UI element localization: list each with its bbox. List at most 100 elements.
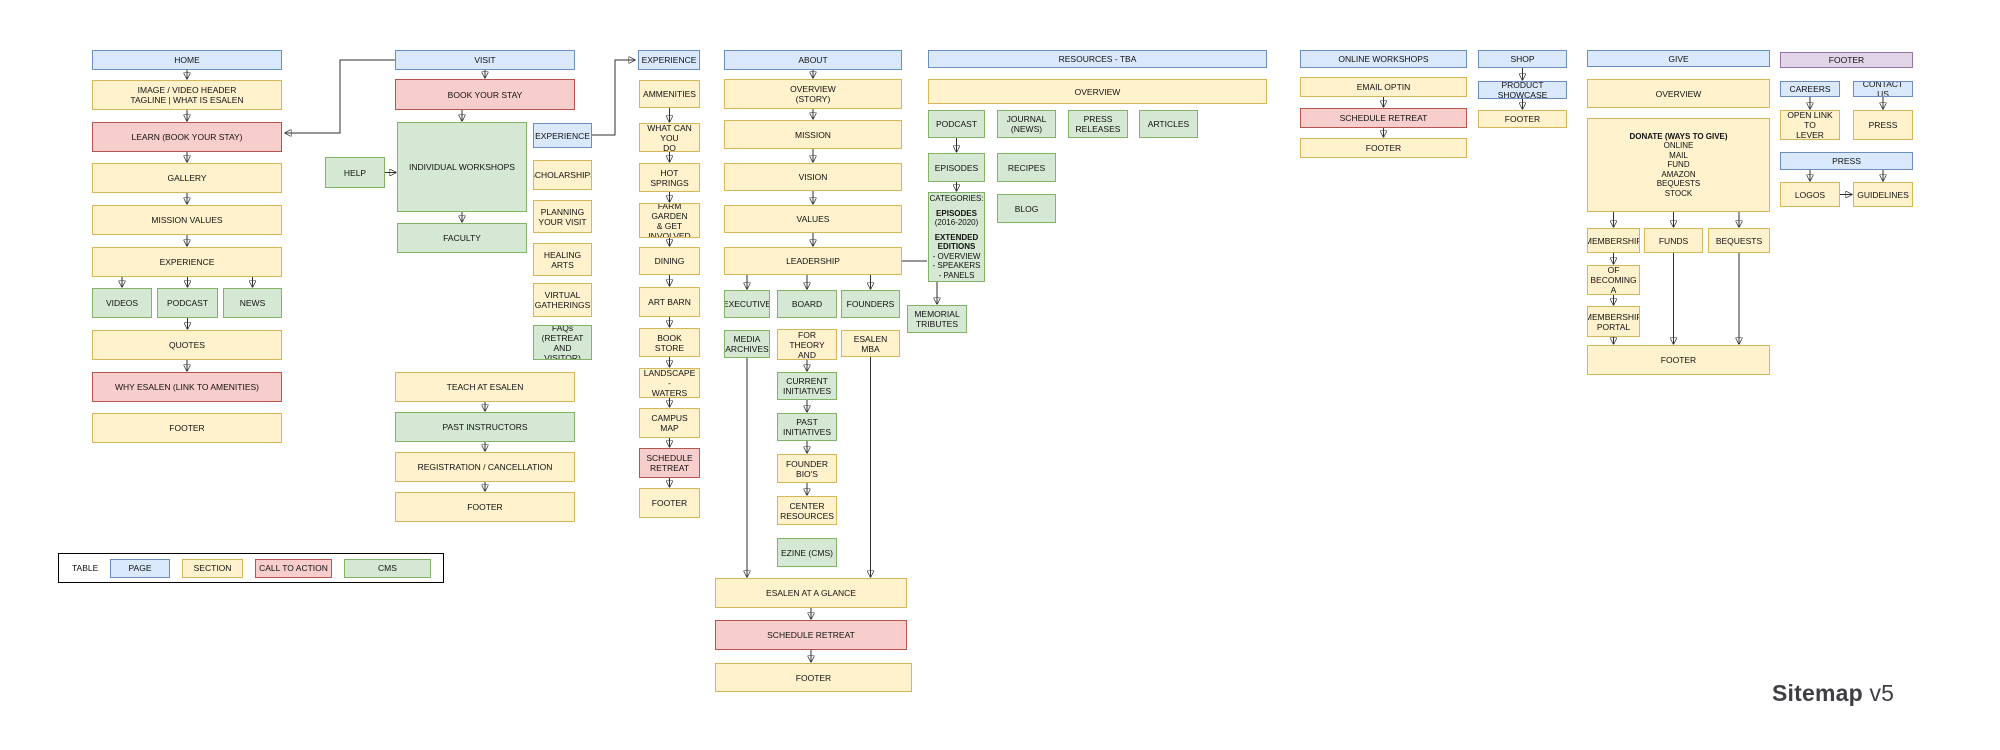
- node-res-podcast: PODCAST: [928, 110, 985, 138]
- node-exp-header: EXPERIENCE: [638, 50, 700, 70]
- node-give-footer: FOOTER: [1587, 345, 1770, 375]
- node-visit-exp: EXPERIENCE: [533, 123, 592, 148]
- node-about-vision: VISION: [724, 163, 902, 191]
- node-res-categories-line: - SPEAKERS: [932, 261, 981, 270]
- node-home-podcast: PODCAST: [157, 288, 218, 318]
- edge-connector: [285, 59, 395, 133]
- node-visit-iw: INDIVIDUAL WORKSHOPS: [397, 122, 527, 212]
- node-visit-reg: REGISTRATION / CANCELLATION: [395, 452, 575, 482]
- node-about-overview: OVERVIEW (STORY): [724, 79, 902, 109]
- diagram-title-bold: Sitemap: [1772, 680, 1863, 706]
- node-foot-careers: CAREERS: [1780, 81, 1840, 97]
- node-exp-dining: DINING: [639, 247, 700, 275]
- node-res-categories-line: - OVERVIEW: [932, 251, 981, 261]
- node-foot-header: FOOTER: [1780, 52, 1913, 68]
- node-ow-header: ONLINE WORKSHOPS: [1300, 50, 1467, 68]
- node-about-ezine: EZINE (CMS): [777, 538, 837, 567]
- node-about-founders: FOUNDERS: [841, 290, 900, 318]
- node-visit-help: HELP: [325, 157, 385, 188]
- node-about-past: PAST INITIATIVES: [777, 413, 837, 441]
- node-visit-planning: PLANNING YOUR VISIT: [533, 200, 592, 233]
- node-home-image: IMAGE / VIDEO HEADER TAGLINE | WHAT IS E…: [92, 80, 282, 110]
- node-give-donate-line: BEQUESTS: [1656, 179, 1701, 189]
- node-visit-past: PAST INSTRUCTORS: [395, 412, 575, 442]
- node-home-gallery: GALLERY: [92, 163, 282, 193]
- node-ow-email: EMAIL OPTIN: [1300, 77, 1467, 97]
- node-visit-teach: TEACH AT ESALEN: [395, 372, 575, 402]
- node-about-leadership: LEADERSHIP: [724, 247, 902, 275]
- node-about-founderbios: FOUNDER BIO'S: [777, 454, 837, 483]
- node-give-funds: FUNDS: [1644, 228, 1703, 253]
- node-exp-landscape: LANDSCAPE - WATERS: [639, 368, 700, 398]
- diagram-title: Sitemap v5: [1772, 680, 1894, 707]
- node-shop-footer: FOOTER: [1478, 110, 1567, 128]
- node-give-donate-line: DONATE (WAYS TO GIVE): [1629, 131, 1728, 141]
- node-home-experience: EXPERIENCE: [92, 247, 282, 277]
- node-give-donate-line: AMAZON: [1661, 169, 1696, 179]
- node-foot-lever: OPEN LINK TO LEVER: [1780, 110, 1840, 140]
- node-about-ctr: CENTER FOR THEORY AND RESEARCH: [777, 329, 837, 360]
- node-visit-faculty: FACULTY: [397, 223, 527, 253]
- node-about-values: VALUES: [724, 205, 902, 233]
- node-res-episodes: EPISODES: [928, 153, 985, 182]
- node-visit-bys: BOOK YOUR STAY: [395, 79, 575, 110]
- node-give-donate-line: STOCK: [1664, 188, 1693, 198]
- node-about-mission: MISSION: [724, 120, 902, 149]
- node-foot-logos: LOGOS: [1780, 182, 1840, 207]
- node-home-quotes: QUOTES: [92, 330, 282, 360]
- node-about-header: ABOUT: [724, 50, 902, 70]
- node-about-current: CURRENT INITIATIVES: [777, 372, 837, 400]
- node-give-header: GIVE: [1587, 50, 1770, 67]
- node-about-footer: FOOTER: [715, 663, 912, 692]
- node-res-categories-line: - PANELS: [938, 270, 975, 280]
- node-exp-campusmap: CAMPUS MAP: [639, 408, 700, 438]
- legend-item-cta: CALL TO ACTION: [255, 558, 332, 578]
- node-res-blog: BLOG: [997, 194, 1056, 223]
- node-ow-schedule: SCHEDULE RETREAT: [1300, 108, 1467, 128]
- node-res-categories-line: (2016-2020): [934, 218, 979, 227]
- node-give-donate-line: FUND: [1667, 160, 1690, 170]
- node-exp-hotsprings: HOT SPRINGS: [639, 163, 700, 192]
- node-visit-healing: HEALING ARTS: [533, 243, 592, 276]
- node-res-journal: JOURNAL (NEWS): [997, 110, 1056, 138]
- node-home-news: NEWS: [223, 288, 282, 318]
- node-home-learn: LEARN (BOOK YOUR STAY): [92, 122, 282, 152]
- node-res-memorial: MEMORIAL TRIBUTES: [907, 305, 967, 333]
- diagram-title-version: v5: [1862, 680, 1895, 706]
- legend-item-page: PAGE: [110, 558, 170, 578]
- node-res-header: RESOURCES - TBA: [928, 50, 1267, 68]
- node-res-categories-line: EDITIONS: [937, 242, 976, 251]
- node-res-pressrel: PRESS RELEASES: [1068, 110, 1128, 138]
- node-visit-footer: FOOTER: [395, 492, 575, 522]
- node-give-donate-line: MAIL: [1669, 150, 1688, 160]
- node-about-board: BOARD: [777, 290, 837, 318]
- node-shop-header: SHOP: [1478, 50, 1567, 68]
- node-give-overview: OVERVIEW: [1587, 79, 1770, 108]
- node-home-videos: VIDEOS: [92, 288, 152, 318]
- node-res-recipes: RECIPES: [997, 153, 1056, 182]
- node-res-categories-line: EXTENDED: [934, 232, 979, 242]
- node-res-categories-line: EPISODES: [936, 208, 977, 218]
- node-home-why: WHY ESALEN (LINK TO AMENITIES): [92, 372, 282, 402]
- node-exp-schedule: SCHEDULE RETREAT: [639, 448, 700, 478]
- node-about-glance: ESALEN AT A GLANCE: [715, 578, 907, 608]
- node-home-header: HOME: [92, 50, 282, 70]
- node-foot-contact: CONTACT US: [1853, 81, 1913, 97]
- node-visit-faqs: FAQs (RETREAT AND VISITOR): [533, 325, 592, 360]
- node-shop-product: PRODUCT SHOWCASE: [1478, 81, 1567, 99]
- legend-title: TABLE: [72, 563, 99, 573]
- node-exp-footer: FOOTER: [639, 488, 700, 518]
- node-exp-bookstore: BOOK STORE: [639, 328, 700, 357]
- node-res-categories-line: CATEGORIES:: [929, 194, 984, 203]
- node-about-media: MEDIA ARCHIVES: [724, 330, 770, 358]
- node-give-membership: MEMBERSHIP: [1587, 228, 1640, 253]
- node-visit-scholarships: SCHOLARSHIPS: [533, 160, 592, 190]
- node-ow-footer: FOOTER: [1300, 138, 1467, 158]
- node-give-donate-line: ONLINE: [1663, 141, 1694, 151]
- node-home-footer: FOOTER: [92, 413, 282, 443]
- edge-connector: [592, 60, 635, 136]
